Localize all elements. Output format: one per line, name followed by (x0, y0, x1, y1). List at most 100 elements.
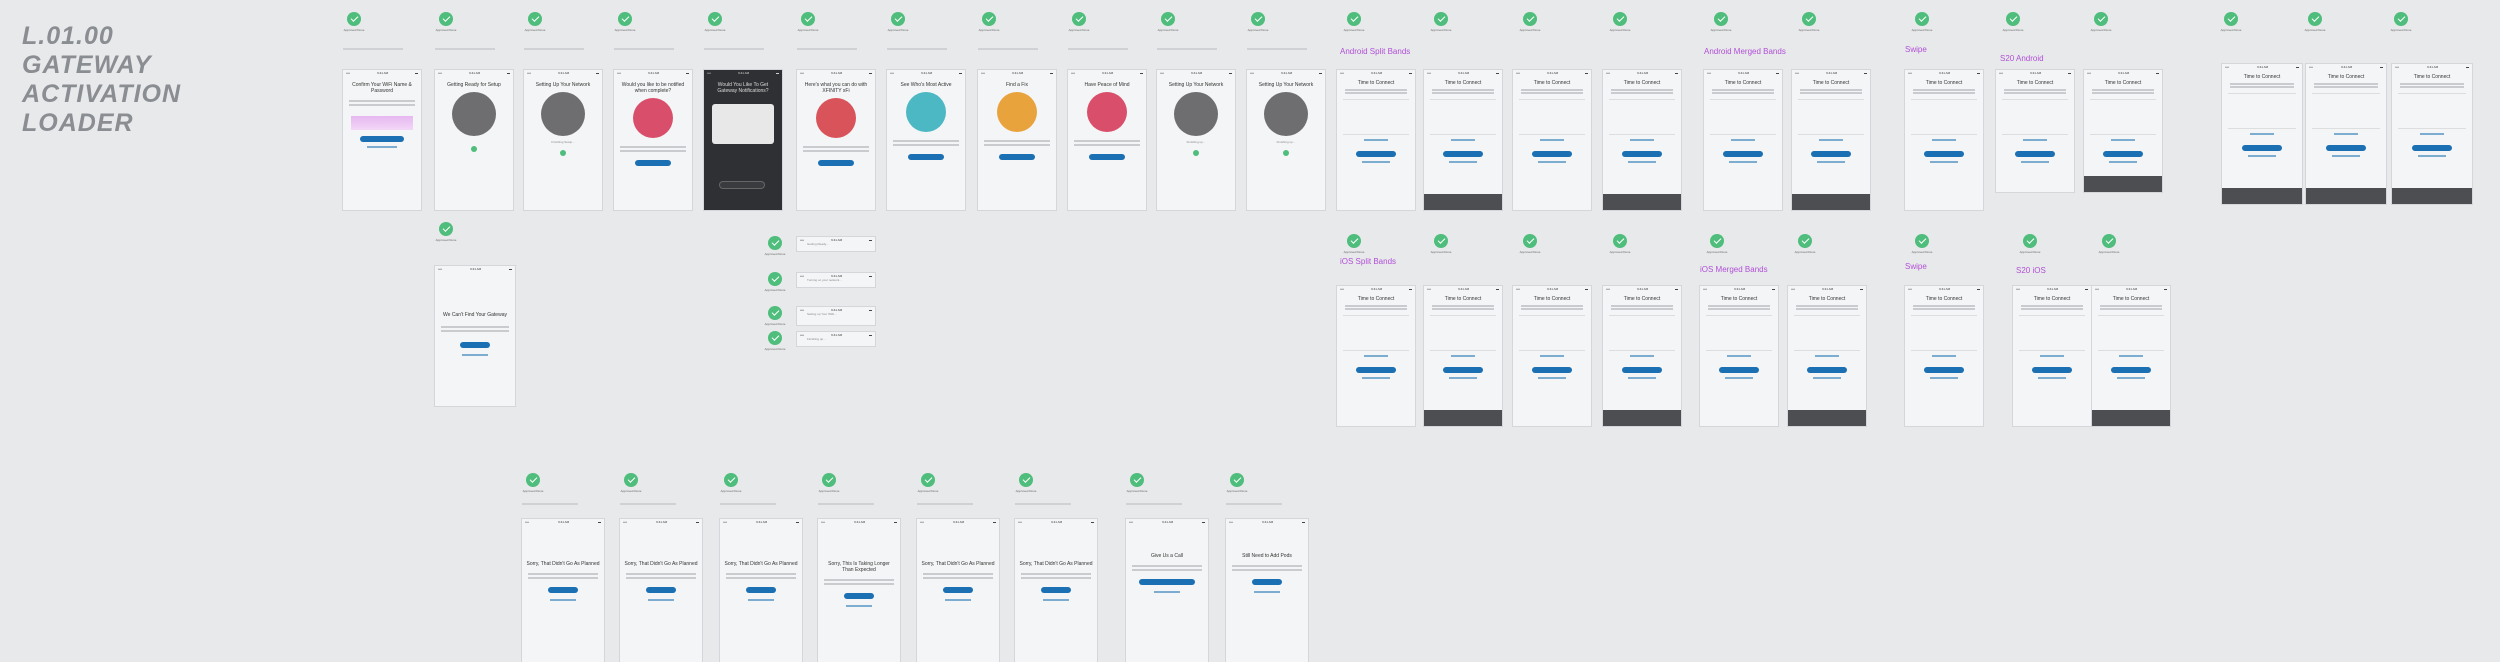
connected-link[interactable] (1362, 377, 1390, 379)
go-to-settings-button[interactable] (1719, 367, 1759, 373)
go-to-settings-button[interactable] (2111, 367, 2151, 373)
go-to-settings-button[interactable] (2015, 151, 2055, 157)
go-to-settings-button[interactable] (2242, 145, 2282, 151)
copy-password-link[interactable] (1630, 355, 1654, 357)
primary-button[interactable] (1089, 154, 1125, 160)
connected-link[interactable] (1817, 161, 1845, 163)
secondary-link[interactable] (945, 599, 971, 601)
secondary-link[interactable] (748, 599, 774, 601)
carrier-indicator: •••• (1516, 287, 1521, 291)
connected-link[interactable] (2418, 155, 2446, 157)
connected-link[interactable] (1930, 377, 1958, 379)
network-details-table (1710, 99, 1776, 135)
go-to-settings-button[interactable] (1622, 367, 1662, 373)
try-again-button[interactable] (746, 587, 776, 593)
approved-label: Approved Done (978, 28, 1000, 32)
copy-password-link[interactable] (1364, 355, 1388, 357)
copy-password-link[interactable] (1815, 355, 1839, 357)
connected-link[interactable] (2117, 377, 2145, 379)
copy-password-link[interactable] (1932, 139, 1956, 141)
secondary-link[interactable] (550, 599, 576, 601)
connected-link[interactable] (1628, 377, 1656, 379)
description-line (803, 146, 869, 148)
try-again-button[interactable] (1252, 579, 1282, 585)
go-to-settings-button[interactable] (2103, 151, 2143, 157)
copy-password-link[interactable] (2111, 139, 2135, 141)
copy-password-link[interactable] (1819, 139, 1843, 141)
connected-link[interactable] (1725, 377, 1753, 379)
go-to-settings-button[interactable] (1622, 151, 1662, 157)
try-again-button[interactable] (548, 587, 578, 593)
try-again-button[interactable] (943, 587, 973, 593)
copy-password-link[interactable] (2023, 139, 2047, 141)
secondary-link[interactable] (1043, 599, 1069, 601)
copy-password-link[interactable] (2040, 355, 2064, 357)
copy-password-link[interactable] (2250, 133, 2274, 135)
connected-link[interactable] (1628, 161, 1656, 163)
go-to-settings-button[interactable] (1924, 151, 1964, 157)
connected-link[interactable] (2109, 161, 2137, 163)
wifi-name-field[interactable] (349, 100, 415, 102)
continue-button[interactable] (360, 136, 404, 142)
secondary-link[interactable] (846, 605, 872, 607)
copy-password-link[interactable] (1727, 355, 1751, 357)
copy-password-link[interactable] (1731, 139, 1755, 141)
copy-password-link[interactable] (1540, 355, 1564, 357)
connected-link[interactable] (1538, 377, 1566, 379)
copy-password-link[interactable] (1364, 139, 1388, 141)
copy-password-link[interactable] (1630, 139, 1654, 141)
try-again-button[interactable] (844, 593, 874, 599)
snackbar-toast (2306, 188, 2386, 204)
secondary-link[interactable] (648, 599, 674, 601)
secondary-link[interactable] (1254, 591, 1280, 593)
allow-button[interactable] (720, 182, 764, 188)
primary-button[interactable] (635, 160, 671, 166)
copy-password-link[interactable] (1451, 139, 1475, 141)
copy-password-link[interactable] (1540, 139, 1564, 141)
wifi-password-field[interactable] (349, 104, 415, 106)
go-to-settings-button[interactable] (1356, 367, 1396, 373)
primary-button[interactable] (999, 154, 1035, 160)
go-to-settings-button[interactable] (1807, 367, 1847, 373)
instruction-line (2230, 86, 2294, 88)
copy-password-link[interactable] (2119, 355, 2143, 357)
go-to-settings-button[interactable] (1811, 151, 1851, 157)
connected-link[interactable] (1449, 161, 1477, 163)
connected-link[interactable] (1813, 377, 1841, 379)
go-to-settings-button[interactable] (1532, 151, 1572, 157)
try-again-button[interactable] (1139, 579, 1195, 585)
connected-link[interactable] (2038, 377, 2066, 379)
try-again-button[interactable] (460, 342, 490, 348)
connected-link[interactable] (1449, 377, 1477, 379)
go-to-settings-button[interactable] (1443, 367, 1483, 373)
primary-button[interactable] (818, 160, 854, 166)
connected-link[interactable] (2248, 155, 2276, 157)
copy-password-link[interactable] (2334, 133, 2358, 135)
connected-link[interactable] (2021, 161, 2049, 163)
go-to-settings-button[interactable] (2412, 145, 2452, 151)
edit-link[interactable] (367, 146, 397, 148)
copy-password-link[interactable] (1932, 355, 1956, 357)
connected-link[interactable] (1729, 161, 1757, 163)
status-bar: ••••9:41 AM▬ (1157, 70, 1235, 76)
go-to-settings-button[interactable] (1723, 151, 1763, 157)
status-bar: ••••9:41 AM▬ (614, 70, 692, 76)
copy-password-link[interactable] (2420, 133, 2444, 135)
go-to-settings-button[interactable] (1532, 367, 1572, 373)
copy-password-link[interactable] (1451, 355, 1475, 357)
help-link[interactable] (462, 354, 488, 356)
connected-link[interactable] (1930, 161, 1958, 163)
connected-link[interactable] (1362, 161, 1390, 163)
go-to-settings-button[interactable] (2326, 145, 2366, 151)
snackbar-toast (2092, 410, 2170, 426)
go-to-settings-button[interactable] (1924, 367, 1964, 373)
connected-link[interactable] (2332, 155, 2360, 157)
go-to-settings-button[interactable] (1443, 151, 1483, 157)
go-to-settings-button[interactable] (2032, 367, 2072, 373)
secondary-link[interactable] (1154, 591, 1180, 593)
try-again-button[interactable] (1041, 587, 1071, 593)
primary-button[interactable] (908, 154, 944, 160)
connected-link[interactable] (1538, 161, 1566, 163)
try-again-button[interactable] (646, 587, 676, 593)
go-to-settings-button[interactable] (1356, 151, 1396, 157)
